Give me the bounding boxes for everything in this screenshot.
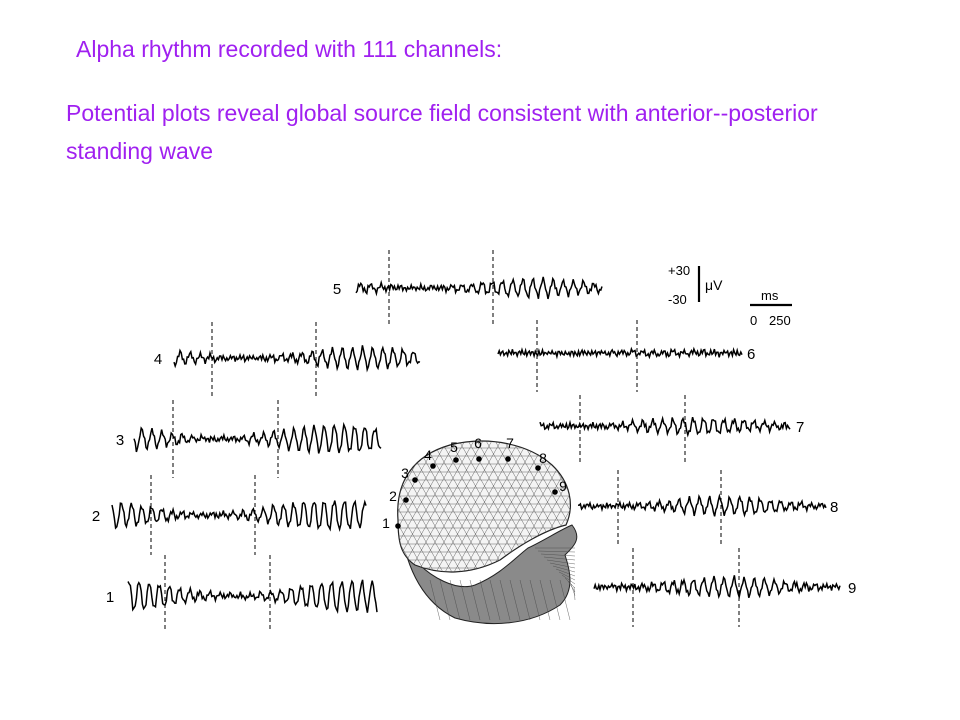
channel-label-3: 3 (116, 432, 124, 449)
slide-subtitle: Potential plots reveal global source fie… (66, 100, 818, 164)
electrode-dot-1 (395, 523, 401, 529)
eeg-trace-9 (593, 575, 841, 600)
electrode-label-5: 5 (450, 439, 458, 455)
scale-bars: +30 -30 μV ms 0 250 (668, 263, 792, 328)
time-start-label: 0 (750, 313, 757, 328)
electrode-label-3: 3 (401, 465, 409, 481)
electrode-label-1: 1 (382, 515, 390, 531)
electrode-label-4: 4 (424, 447, 432, 463)
electrode-label-7: 7 (506, 435, 514, 451)
eeg-trace-3 (133, 421, 382, 456)
channel-label-4: 4 (154, 351, 162, 368)
channel-label-5: 5 (333, 281, 341, 298)
channel-label-2: 2 (92, 508, 100, 525)
time-end-label: 250 (769, 313, 791, 328)
electrode-dot-3 (412, 477, 418, 483)
eeg-trace-1 (127, 579, 378, 614)
electrode-dot-9 (552, 489, 558, 495)
eeg-trace-8 (577, 493, 827, 518)
channel-label-6: 6 (747, 346, 755, 363)
channel-label-8: 8 (830, 499, 838, 516)
electrode-dot-7 (505, 456, 511, 462)
eeg-trace-2 (111, 499, 367, 533)
electrode-dot-8 (535, 465, 541, 471)
eeg-trace-4 (173, 345, 421, 373)
channel-label-9: 9 (848, 580, 856, 597)
voltage-unit-label: μV (705, 277, 723, 293)
channel-label-7: 7 (796, 419, 804, 436)
eeg-trace-5 (355, 276, 603, 300)
electrode-label-8: 8 (539, 450, 547, 466)
electrode-label-2: 2 (389, 488, 397, 504)
electrode-dot-2 (403, 497, 409, 503)
electrode-label-6: 6 (474, 435, 482, 451)
electrode-label-9: 9 (559, 478, 567, 494)
voltage-plus-label: +30 (668, 263, 690, 278)
time-unit-label: ms (761, 288, 779, 303)
eeg-trace-6 (497, 346, 743, 360)
neck-mesh-grid (429, 547, 576, 621)
slide-title: Alpha rhythm recorded with 111 channels: (76, 36, 503, 62)
channel-label-1: 1 (106, 589, 114, 606)
electrode-dot-4 (430, 463, 436, 469)
electrode-dot-6 (476, 456, 482, 462)
eeg-trace-7 (539, 415, 791, 438)
head-lower-shaded-mesh (399, 524, 578, 625)
voltage-minus-label: -30 (668, 292, 687, 307)
electrode-dot-5 (453, 457, 459, 463)
